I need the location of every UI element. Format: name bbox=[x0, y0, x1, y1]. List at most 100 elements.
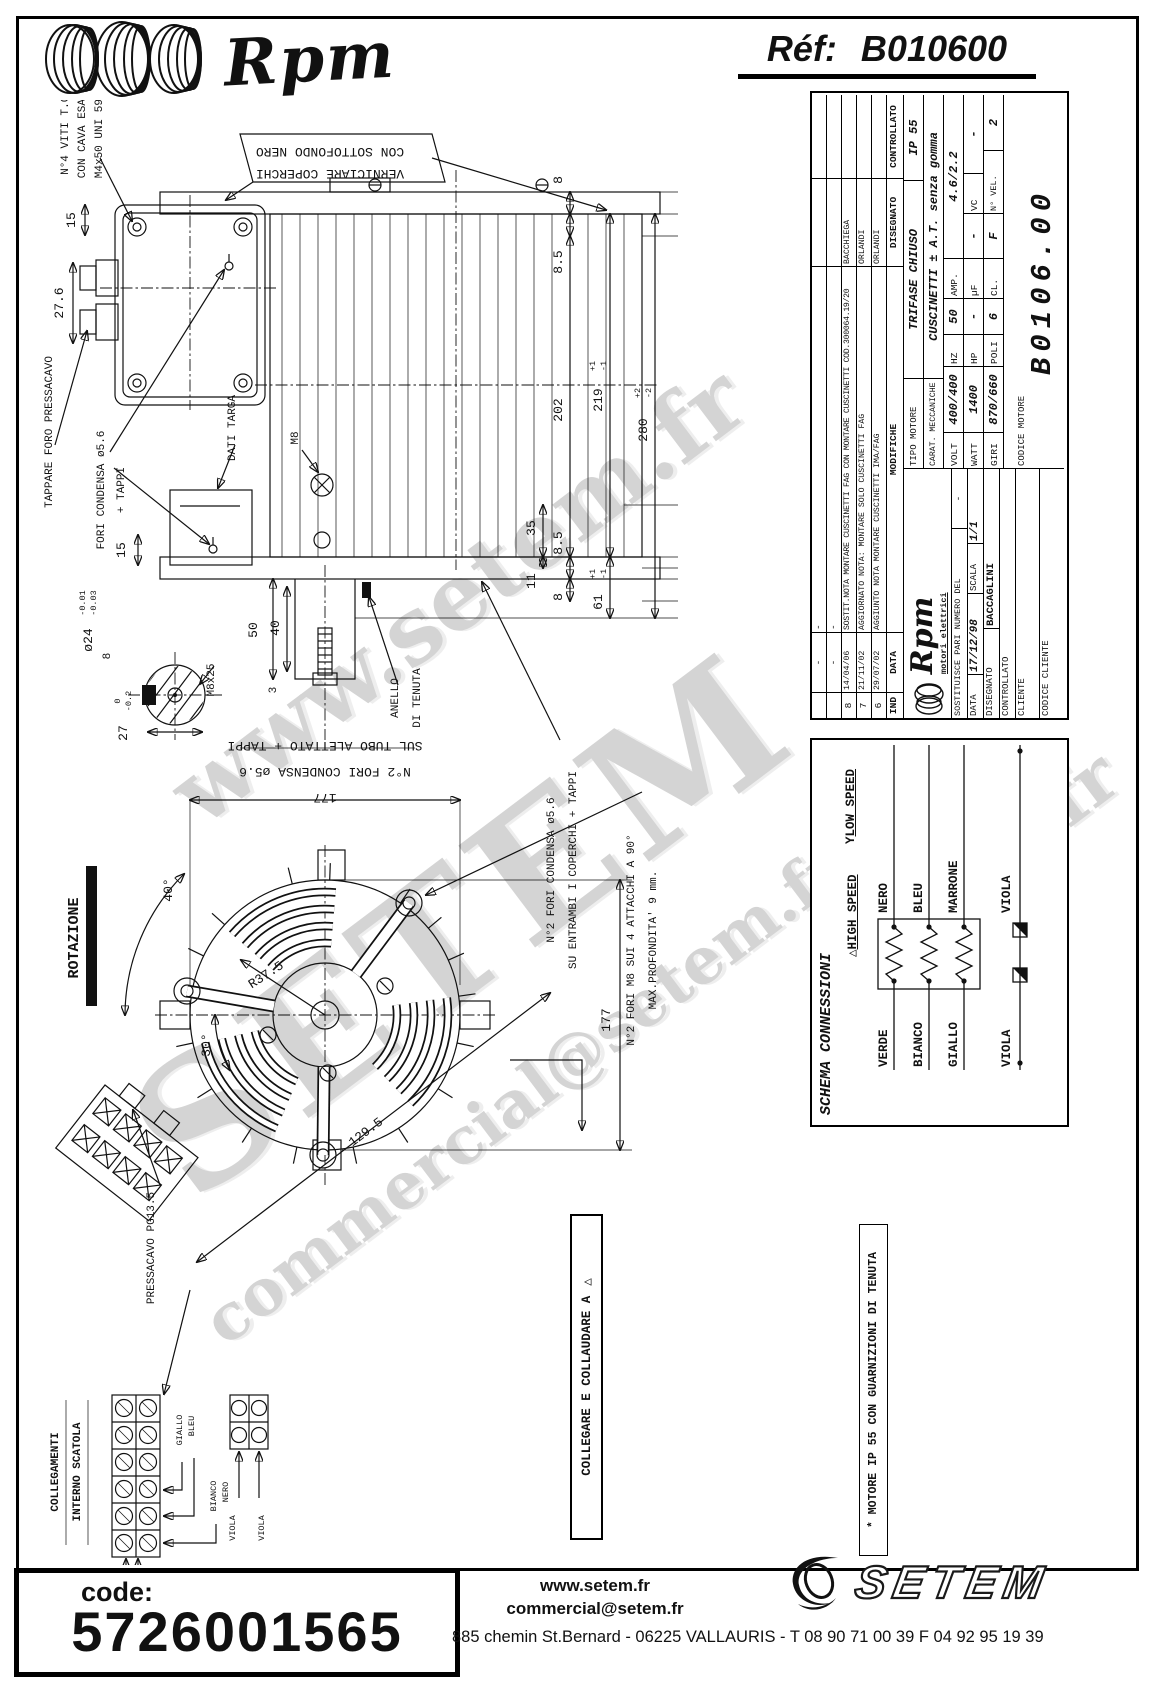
label-anello-1: ANELLO bbox=[390, 678, 402, 718]
seal-ring bbox=[362, 582, 371, 598]
rev-cell bbox=[812, 95, 827, 178]
label-m8: M8 bbox=[290, 431, 302, 444]
rev-cell: AGGIUNTO NOTA MONTARE CUSCINETTI IMA/FAG bbox=[872, 266, 887, 632]
reference-number: Réf:B010600 bbox=[738, 28, 1036, 79]
label-bleu: BLEU bbox=[187, 1416, 197, 1436]
dim-61: 61 bbox=[591, 594, 606, 610]
sheet-border bbox=[16, 16, 1139, 1571]
rev-cell bbox=[857, 95, 872, 178]
carat-value: CUSCINETTI ± A.T. senza gomma bbox=[924, 95, 944, 378]
hp-label: HP bbox=[964, 334, 984, 366]
label-coperchi-1: N°2 FORI CONDENSA ø5.6 bbox=[546, 797, 558, 942]
rev-header-modifiche: MODIFICHE bbox=[887, 266, 904, 632]
dim-129-5: 129.5 bbox=[346, 1114, 386, 1149]
rev-cell bbox=[812, 692, 827, 718]
wire-nero: NERO bbox=[877, 882, 891, 913]
setem-swirl-icon bbox=[792, 1556, 838, 1610]
rev-cell: ORLANDI bbox=[872, 178, 887, 266]
label-collegamenti-1: COLLEGAMENTI bbox=[50, 1432, 62, 1511]
label-giallo: GIALLO bbox=[175, 1415, 185, 1446]
rev-cell: - bbox=[827, 266, 842, 632]
codice-motore-box: CODICE MOTORE B0106.00 bbox=[1016, 95, 1064, 468]
code-box: code: 5726001565 bbox=[14, 1568, 460, 1677]
dim-40: 40 bbox=[268, 620, 283, 636]
wire-marrone: MARRONE bbox=[947, 860, 961, 913]
side-view-leaders bbox=[54, 133, 606, 1130]
nvel-label: N° VEL. bbox=[984, 150, 1004, 213]
label-dati-targa: DATI TARGA bbox=[227, 395, 239, 461]
label-rotazione: ROTAZIONE bbox=[66, 897, 83, 978]
fan-front-view bbox=[54, 582, 643, 1394]
giri-label: GIRI bbox=[984, 432, 1004, 468]
rev-cell: SOSTIT.NOTA MONTARE CUSCINETTI FAG CON M… bbox=[842, 266, 857, 632]
motor-side-view bbox=[79, 170, 661, 740]
hz-value: 50 bbox=[944, 298, 964, 334]
label-fori-condensa-1: FORI CONDENSA ø5.6 bbox=[96, 431, 108, 550]
footer-website: www.setem.fr bbox=[540, 1576, 650, 1595]
label-pressacavo: PRESSACAVO PG13.5 bbox=[146, 1192, 158, 1304]
vc-value: - bbox=[964, 95, 984, 173]
titleblock-logo: Rpm motori elettrici bbox=[904, 468, 952, 718]
note-motore-ip55: * MOTORE IP 55 CON GUARNIZIONI DI TENUTA bbox=[859, 1224, 888, 1556]
dim-8-top: 8 bbox=[551, 176, 566, 184]
dim-15-top: 15 bbox=[64, 212, 79, 228]
label-verniciare-2: CON SOTTOFONDO NERO bbox=[256, 144, 404, 159]
rev-cell: 6 bbox=[872, 692, 887, 718]
label-fori-m8-1: N°2 FORI M8 SUI 4 ATTACCHI A 90° bbox=[626, 834, 638, 1045]
dim-r37-5: R37.5 bbox=[246, 958, 287, 992]
dim-24-tol-up: -0.01 bbox=[78, 590, 88, 616]
label-tubo-2: SUL TUBO ALETTATO + TAPPI bbox=[227, 738, 422, 753]
schema-title: SCHEMA CONNESSIONI bbox=[818, 952, 835, 1115]
wire-viola-left: VIOLA bbox=[1000, 1029, 1014, 1067]
rev-cell bbox=[872, 95, 887, 178]
dim-280-tol-dn: -2 bbox=[644, 388, 654, 398]
watt-value: 1400 bbox=[964, 366, 984, 432]
amp-label: AMP. bbox=[944, 258, 964, 298]
cl-value: F bbox=[984, 213, 1004, 258]
dim-30deg: 30° bbox=[199, 1033, 214, 1056]
wire-bianco: BIANCO bbox=[912, 1021, 926, 1067]
uf-value: - bbox=[964, 213, 984, 258]
wire-giallo: GIALLO bbox=[947, 1021, 961, 1067]
dim-11: 11 bbox=[524, 573, 539, 589]
disegnato-value: BACCAGLINI bbox=[984, 468, 1000, 628]
cliente-label: CLIENTE bbox=[1016, 468, 1040, 718]
setem-logo-text: SETEM bbox=[850, 1555, 1055, 1609]
amp-value: 4.6/2.2 bbox=[944, 95, 964, 258]
dim-24: ø24 bbox=[81, 628, 96, 652]
label-tappare: TAPPARE FORO PRESSACAVO bbox=[44, 356, 56, 508]
titleblock-logo-text: Rpm bbox=[905, 596, 940, 675]
schema-wiring: VERDE BIANCO GIALLO NERO BLEU MARRONE VI… bbox=[877, 745, 1028, 1070]
dim-280: 280 bbox=[636, 418, 651, 441]
dim-8-keyway: 8 bbox=[102, 653, 114, 660]
nameplate bbox=[169, 489, 253, 566]
rotation-bar bbox=[86, 866, 97, 1006]
label-fori-condensa-2: + TAPPI bbox=[116, 467, 128, 513]
dim-27-tol-dn: -0.2 bbox=[124, 691, 134, 711]
high-speed-label: △HIGH SPEED bbox=[846, 874, 860, 957]
poli-value: 6 bbox=[984, 298, 1004, 334]
data-value: 17/12/98 bbox=[968, 593, 984, 674]
label-viola-2: VIOLA bbox=[257, 1514, 267, 1540]
connection-schema: SCHEMA CONNESSIONI △HIGH SPEED YLOW SPEE… bbox=[810, 738, 1069, 1127]
rev-cell: 8 bbox=[842, 692, 857, 718]
label-coperchi-2: SU ENTRAMBI I COPERCHI + TAPPI bbox=[568, 771, 580, 969]
code-value: 5726001565 bbox=[71, 1600, 403, 1663]
label-tubo-1: N°2 FORI CONDENSA ø5.6 bbox=[239, 764, 411, 779]
rev-cell bbox=[827, 692, 842, 718]
junction-box-detail bbox=[54, 1082, 199, 1222]
label-bianco: BIANCO bbox=[209, 1481, 219, 1512]
technical-drawing: N°4 VITI T.C. CON CAVA ESAG. M4x50 UNI 5… bbox=[44, 100, 678, 1565]
delta-icon: △ bbox=[846, 949, 860, 957]
dim-8-bottom: 8 bbox=[551, 593, 566, 601]
rev-cell: AGGIORNATO NOTA: MONTARE SOLO CUSCINETTI… bbox=[857, 266, 872, 632]
dim-50: 50 bbox=[246, 622, 261, 638]
giri-value: 870/660 bbox=[984, 366, 1004, 432]
wire-verde: VERDE bbox=[877, 1029, 891, 1067]
dim-202: 202 bbox=[551, 398, 566, 421]
low-speed-label: YLOW SPEED bbox=[844, 768, 858, 844]
watt-label: WATT bbox=[964, 432, 984, 468]
dim-61-tol-dn: -1 bbox=[599, 569, 609, 579]
rev-cell: 7 bbox=[857, 692, 872, 718]
terminal-strip-detail bbox=[65, 1394, 269, 1565]
